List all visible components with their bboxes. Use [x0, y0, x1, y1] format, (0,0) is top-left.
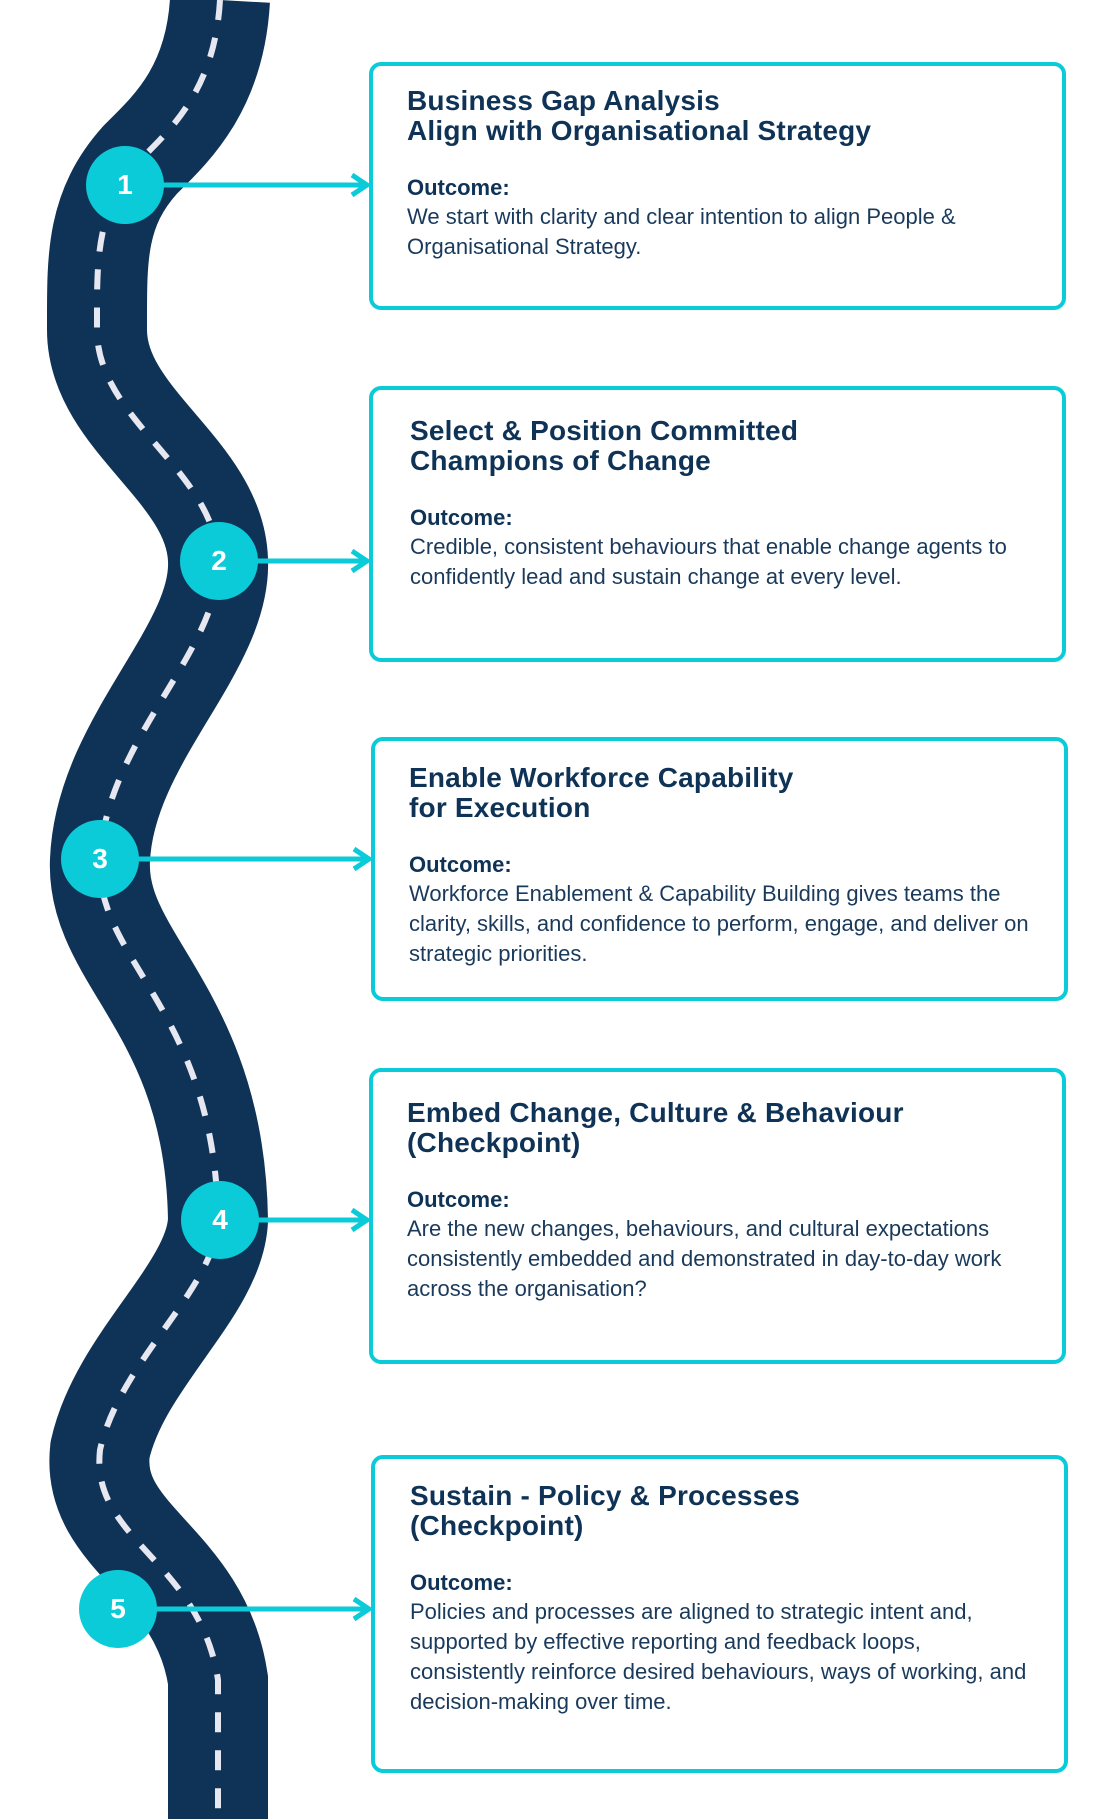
step-card-1: Business Gap Analysis Align with Organis…	[369, 62, 1066, 310]
outcome-text: Credible, consistent behaviours that ena…	[410, 534, 1007, 589]
step-card-5: Sustain - Policy & Processes (Checkpoint…	[371, 1455, 1068, 1773]
step-marker-1: 1	[86, 146, 164, 224]
step-number: 2	[211, 545, 227, 576]
step-marker-2: 2	[180, 522, 258, 600]
step-title: Embed Change, Culture & Behaviour (Check…	[407, 1097, 904, 1158]
outcome-text: Workforce Enablement & Capability Buildi…	[409, 881, 1029, 966]
step-number: 4	[212, 1204, 228, 1235]
connector-arrows	[100, 172, 374, 1622]
step-number: 1	[117, 169, 133, 200]
outcome-label: Outcome:	[407, 175, 510, 200]
outcome-label: Outcome:	[409, 852, 512, 877]
arrowhead-icon-3	[352, 846, 374, 872]
road-surface	[46, 0, 270, 1819]
step-number: 5	[110, 1593, 126, 1624]
step-title: Sustain - Policy & Processes (Checkpoint…	[410, 1480, 800, 1541]
step-marker-4: 4	[181, 1181, 259, 1259]
step-title: Enable Workforce Capability for Executio…	[409, 762, 794, 823]
step-card-3: Enable Workforce Capability for Executio…	[371, 737, 1068, 1001]
step-card-4: Embed Change, Culture & Behaviour (Check…	[369, 1068, 1066, 1364]
step-title: Select & Position Committed Champions of…	[410, 415, 799, 476]
lane-dashes	[93, 0, 223, 1819]
outcome-label: Outcome:	[410, 505, 513, 530]
step-card-2: Select & Position Committed Champions of…	[369, 386, 1066, 662]
arrowhead-icon-1	[350, 172, 372, 198]
arrowhead-icon-2	[350, 548, 372, 574]
step-number: 3	[92, 843, 108, 874]
outcome-label: Outcome:	[407, 1187, 510, 1212]
outcome-text: Policies and processes are aligned to st…	[410, 1599, 1027, 1714]
arrowhead-icon-5	[352, 1596, 374, 1622]
step-marker-5: 5	[79, 1570, 157, 1648]
outcome-text: Are the new changes, behaviours, and cul…	[407, 1216, 1002, 1301]
outcome-label: Outcome:	[410, 1570, 513, 1595]
step-title: Business Gap Analysis Align with Organis…	[407, 85, 872, 146]
arrowhead-icon-4	[350, 1207, 372, 1233]
step-marker-3: 3	[61, 820, 139, 898]
outcome-text: We start with clarity and clear intentio…	[407, 204, 956, 259]
